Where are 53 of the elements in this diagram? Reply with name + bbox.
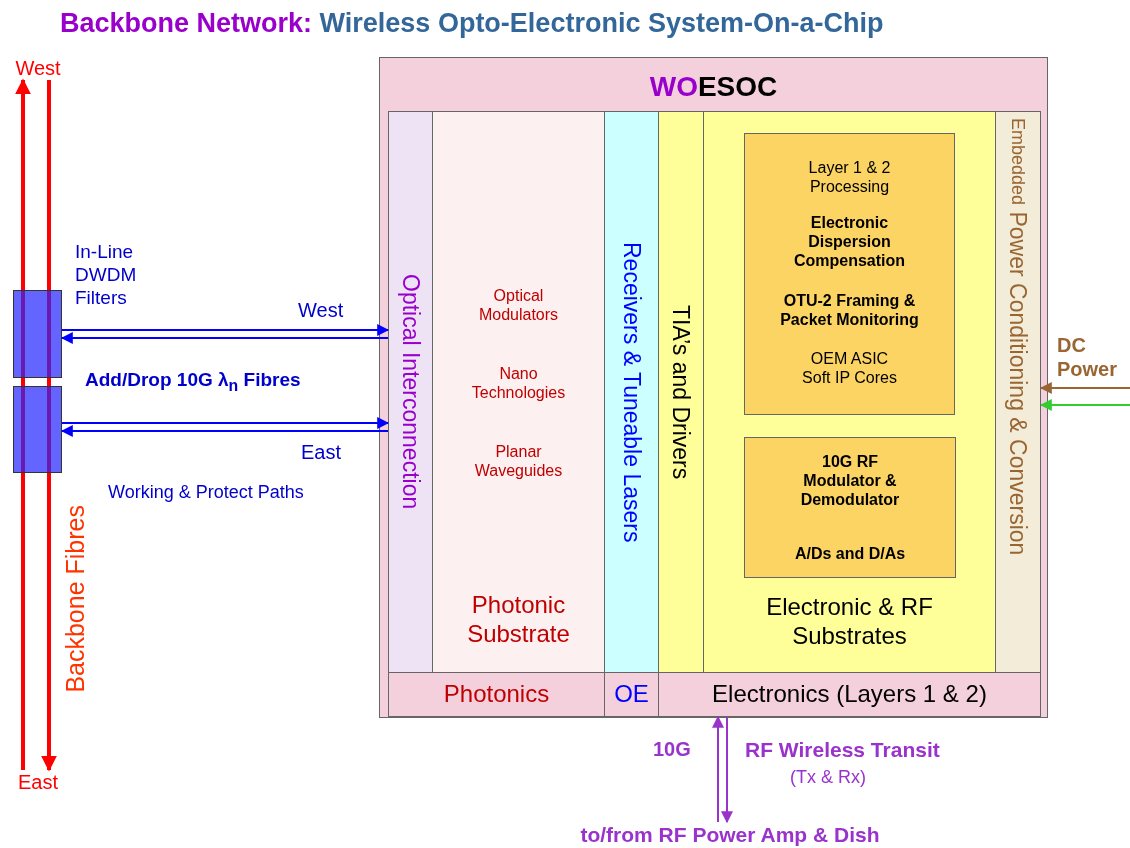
rate-label: 10G [653,737,691,761]
chip-title: WOESOC [649,70,778,104]
photonic-column [432,111,605,673]
block-label: Electronic Dispersion Compensation [792,213,907,271]
interconnect-column [388,111,433,673]
electronic-column [703,111,996,673]
block-label: Electronic & RF Substrates [765,593,934,651]
arrow [1039,399,1130,411]
block-label: Planar Waveguides [473,442,564,481]
power-column [995,111,1041,673]
arrow [60,332,389,344]
processing-block [744,133,955,415]
column-label: TIA’s and Drivers [667,304,695,480]
arrow [15,78,31,290]
direction-text: West [15,56,61,80]
arrow [61,324,390,336]
block-label: A/Ds and D/As [793,544,907,564]
arrow [1039,382,1130,394]
fibre-axis-label: Backbone Fibres [60,505,90,693]
direction-text: East [18,770,58,794]
endpoint-text: to/from RF Power Amp & Dish [580,822,880,848]
rf-block [744,437,956,578]
transit-note: (Tx & Rx) [790,767,866,789]
driver-column [658,111,704,673]
block-label: Nano Technologies [470,364,567,403]
arrow [712,715,724,823]
filter-block [13,386,62,473]
layer-band [388,672,605,717]
block-label: 10G RF Modulator & Demodulator [799,452,901,510]
fibre-caption: Add/Drop 10G λ$_{n}$ Fibres [85,369,302,396]
title: Backbone Network: Wireless Opto-Electronic System-On-a-Chip [60,8,884,39]
block-label: Photonic Substrate [466,591,571,649]
filter-caption: In-Line DWDM Filters [75,241,138,310]
chip-outline [379,57,1048,718]
layer-band [658,672,1041,717]
block-label: OTU-2 Framing & Packet Monitoring [779,291,920,330]
path-caption: Working & Protect Paths [108,482,305,504]
block-label: Layer 1 & 2 Processing [807,158,892,197]
arrow [721,716,733,824]
arrow [41,473,57,772]
block-label: OEM ASIC Soft IP Cores [801,349,898,388]
laser-column [604,111,659,673]
band-label: Electronics (Layers 1 & 2) [712,680,987,709]
arrow [61,417,390,429]
column-label: Optical Interconnection [397,274,424,510]
band-label: OE [614,680,649,709]
band-label: Photonics [443,680,550,709]
arrow [60,425,389,437]
block-label: Optical Modulators [477,286,560,325]
column-label: Embedded Power Conditioning & Conversion [1004,118,1032,556]
filter-block [13,290,62,378]
column-label: Receivers & Tuneable Lasers [618,241,645,543]
transit-label: RF Wireless Transit [745,737,940,763]
